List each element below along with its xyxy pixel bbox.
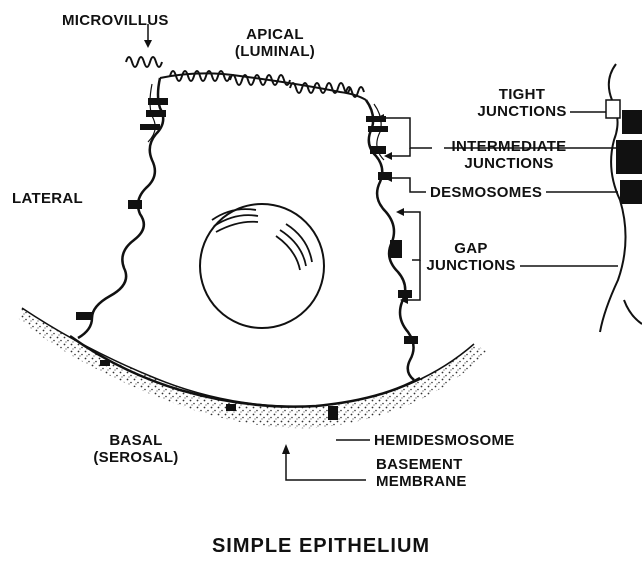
desmosomes-label: DESMOSOMES — [430, 184, 542, 201]
intermediate-junctions-label: INTERMEDIATE JUNCTIONS — [432, 138, 586, 172]
apical-label-line2: (LUMINAL) — [225, 43, 325, 60]
basement-membrane-label: BASEMENT MEMBRANE — [376, 456, 467, 490]
apical-surface — [160, 73, 366, 100]
gap-junctions-label-line2: JUNCTIONS — [420, 257, 522, 274]
apical-label: APICAL (LUMINAL) — [225, 26, 325, 60]
intermediate-junctions-label-line2: JUNCTIONS — [432, 155, 586, 172]
diagram-title: SIMPLE EPITHELIUM — [0, 538, 642, 555]
tight-junction-box — [606, 100, 620, 118]
basal-label-line1: BASAL — [86, 432, 186, 449]
basal-label-line2: (SEROSAL) — [86, 449, 186, 466]
basement-membrane-label-line1: BASEMENT — [376, 456, 467, 473]
gap-junctions-label-line1: GAP — [420, 240, 522, 257]
golgi-apparatus — [212, 209, 312, 270]
gap-junctions-label: GAP JUNCTIONS — [420, 240, 522, 274]
tight-junctions-label-line2: JUNCTIONS — [470, 103, 574, 120]
hemidesmosome-label: HEMIDESMOSOME — [374, 432, 515, 449]
microvillus-label: MICROVILLUS — [62, 12, 169, 29]
apical-label-line1: APICAL — [225, 26, 325, 43]
tight-junctions-label-line1: TIGHT — [470, 86, 574, 103]
basal-label: BASAL (SEROSAL) — [86, 432, 186, 466]
basement-membrane — [18, 308, 488, 428]
lateral-label: LATERAL — [12, 190, 83, 207]
intermediate-junctions-label-line1: INTERMEDIATE — [432, 138, 586, 155]
tight-junctions-label: TIGHT JUNCTIONS — [470, 86, 574, 120]
basement-membrane-label-line2: MEMBRANE — [376, 473, 467, 490]
